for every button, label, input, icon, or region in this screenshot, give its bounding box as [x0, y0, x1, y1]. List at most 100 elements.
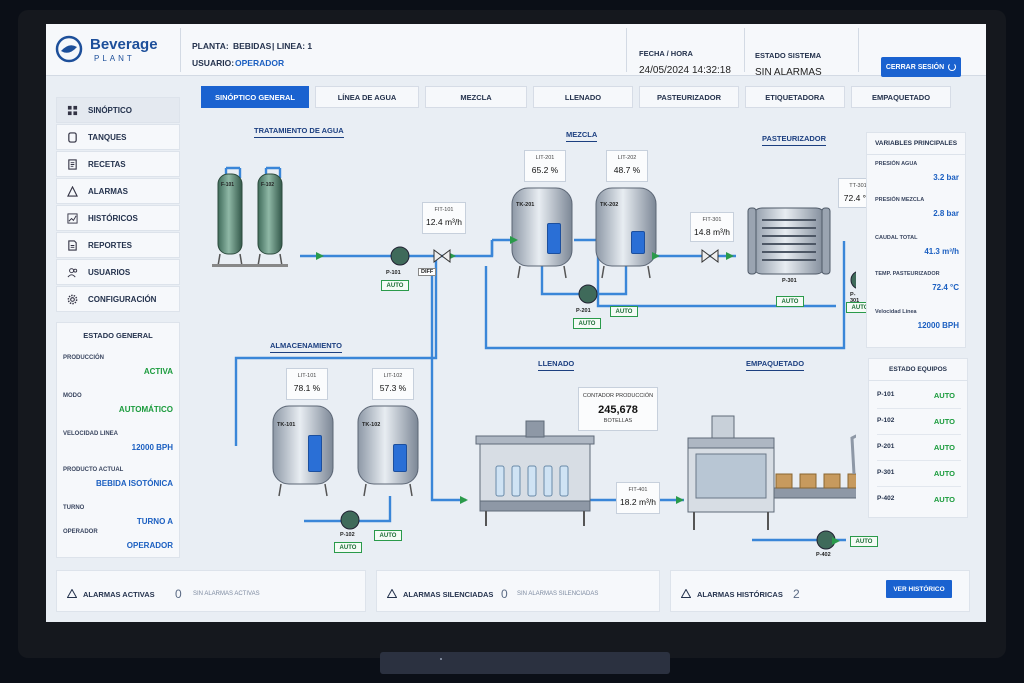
logout-button[interactable]: CERRAR SESIÓN	[881, 57, 961, 77]
ver-historico-button[interactable]: VER HISTÓRICO	[886, 580, 952, 598]
general-row-label: OPERADOR	[63, 529, 98, 535]
variable-row: PRESIÓN AGUA 3.2 bar	[875, 157, 959, 191]
tab-empaquetado[interactable]: EMPAQUETADO	[851, 86, 951, 108]
tab-llenado[interactable]: LLENADO	[533, 86, 633, 108]
readout-tag: LIT-101	[297, 373, 317, 379]
general-row-label: PRODUCCIÓN	[63, 355, 105, 361]
readout-fit301: FIT-301 14.8 m³/h	[690, 212, 734, 242]
variable-row: CAUDAL TOTAL 41.3 m³/h	[875, 231, 959, 265]
readout-tag: FIT-101	[434, 207, 454, 213]
sidebar-item-label: TANQUES	[88, 132, 127, 142]
sidebar-item-recetas[interactable]: RECETAS	[56, 151, 180, 177]
general-row: PRODUCCIÓN ACTIVA	[63, 355, 173, 387]
tab-sinoptico-general[interactable]: SINÓPTICO GENERAL	[201, 86, 309, 108]
readout-value: 57.3 %	[379, 383, 407, 393]
auto-badge-pasteurizer[interactable]: AUTO	[776, 296, 804, 307]
auto-badge-p101[interactable]: AUTO	[381, 280, 409, 291]
sidebar-item-historicos[interactable]: HISTÓRICOS	[56, 205, 180, 231]
auto-badge-tanks[interactable]: AUTO	[610, 306, 638, 317]
equipment-label: P-402	[877, 495, 895, 502]
variable-row: PRESIÓN MEZCLA 2.8 bar	[875, 193, 959, 227]
readout-lit201: LIT-201 65.2 %	[524, 150, 566, 182]
warning-icon	[681, 589, 691, 598]
pasteurizer-unit	[747, 207, 831, 275]
sidebar-item-tanques[interactable]: TANQUES	[56, 124, 180, 150]
power-icon	[948, 63, 957, 71]
stand-led	[440, 658, 442, 660]
hora-value: 14:32:18	[692, 65, 731, 76]
section-pasteurizador: PASTEURIZADOR	[762, 134, 827, 146]
pump-shapes	[340, 246, 856, 550]
equipment-status: AUTO	[933, 391, 955, 400]
pump-tag: P-201	[576, 308, 591, 314]
general-row-value: OPERADOR	[126, 541, 173, 550]
readout-tag: FIT-301	[702, 217, 722, 223]
auto-badge-packing[interactable]: AUTO	[850, 536, 878, 547]
header-divider	[626, 28, 627, 72]
variable-row: TEMP. PASTEURIZADOR 72.4 °C	[875, 267, 959, 301]
alarmas-historicas-count: 2	[793, 587, 800, 601]
readout-lit102: LIT-102 57.3 %	[372, 368, 414, 400]
general-row-value: 12000 BPH	[131, 443, 173, 452]
gear-icon	[67, 294, 78, 305]
tab-linea-agua[interactable]: LÍNEA DE AGUA	[315, 86, 419, 108]
tank-level-fill-tk201	[547, 223, 561, 254]
counter-title: CONTADOR PRODUCCIÓN	[582, 393, 654, 399]
alarm-icon	[67, 185, 78, 197]
variable-label: PRESIÓN AGUA	[875, 161, 918, 167]
sidebar-item-usuarios[interactable]: USUARIOS	[56, 259, 180, 285]
tank-tag: TK-102	[362, 422, 381, 428]
sidebar-item-label: USUARIOS	[88, 267, 131, 277]
filling-machine	[475, 420, 595, 526]
auto-badge-storage[interactable]: AUTO	[374, 530, 402, 541]
filter-label: F-101	[221, 182, 235, 188]
hmi-screen: Beverage PLANT PLANTA: BEBIDAS | LINEA: …	[46, 24, 986, 622]
fecha-label: FECHA / HORA	[639, 49, 693, 58]
tab-mezcla[interactable]: MEZCLA	[425, 86, 527, 108]
linea-label: | LINEA: 1	[272, 41, 313, 51]
alarmas-activas-label: ALARMAS ACTIVAS	[83, 590, 155, 599]
general-row-label: MODO	[63, 393, 82, 399]
diff-tag: DIFF	[418, 268, 437, 276]
alarmas-activas-sub: SIN ALARMAS ACTIVAS	[193, 591, 260, 597]
alarmas-silenciadas-panel[interactable]: ALARMAS SILENCIADAS 0 SIN ALARMAS SILENC…	[376, 570, 660, 612]
sidebar-item-configuracion[interactable]: CONFIGURACIÓN	[56, 286, 180, 312]
chart-icon	[67, 212, 78, 224]
variable-label: TEMP. PASTEURIZADOR	[875, 271, 940, 277]
alarmas-silenciadas-sub: SIN ALARMAS SILENCIADAS	[517, 591, 599, 597]
equipment-label: P-301	[877, 469, 895, 476]
pump-tag: P-101	[386, 270, 401, 276]
sidebar-item-label: CONFIGURACIÓN	[88, 294, 157, 304]
sidebar-item-sinoptico[interactable]: SINÓPTICO	[56, 97, 180, 123]
filter-label: F-102	[261, 182, 275, 188]
general-row-value: TURNO A	[136, 517, 173, 526]
general-row-label: PRODUCTO ACTUAL	[63, 467, 124, 473]
alarmas-silenciadas-label: ALARMAS SILENCIADAS	[403, 590, 494, 599]
warning-icon	[67, 589, 77, 598]
variable-value: 41.3 m³/h	[924, 247, 959, 256]
tab-pasteurizador[interactable]: PASTEURIZADOR	[639, 86, 739, 108]
alarmas-silenciadas-count: 0	[501, 587, 508, 601]
readout-tag: LIT-102	[383, 373, 403, 379]
panel-title: ESTADO EQUIPOS	[869, 359, 967, 381]
alarmas-historicas-panel[interactable]: ALARMAS HISTÓRICAS 2	[670, 570, 970, 612]
tab-etiquetadora[interactable]: ETIQUETADORA	[745, 86, 845, 108]
process-diagram: TRATAMIENTO DE AGUA MEZCLA PASTEURIZADOR…	[196, 116, 878, 558]
tank-tag: TK-201	[516, 202, 535, 208]
general-row: TURNO TURNO A	[63, 505, 173, 537]
section-almacenamiento: ALMACENAMIENTO	[270, 341, 342, 353]
readout-value: 48.7 %	[613, 165, 641, 175]
readout-value: 12.4 m³/h	[426, 217, 462, 227]
equipment-label: P-102	[877, 417, 895, 424]
planta-value: BEBIDAS	[233, 41, 272, 51]
readout-fit101: FIT-101 12.4 m³/h	[422, 202, 466, 234]
sidebar-item-reportes[interactable]: REPORTES	[56, 232, 180, 258]
alarmas-activas-panel[interactable]: ALARMAS ACTIVAS 0 SIN ALARMAS ACTIVAS	[56, 570, 366, 612]
header-divider	[858, 28, 859, 72]
section-llenado: LLENADO	[538, 359, 575, 371]
warning-icon	[387, 589, 397, 598]
general-row-label: VELOCIDAD LINEA	[63, 431, 119, 437]
auto-badge-p102[interactable]: AUTO	[334, 542, 362, 553]
auto-badge-p201[interactable]: AUTO	[573, 318, 601, 329]
sidebar-item-alarmas[interactable]: ALARMAS	[56, 178, 180, 204]
